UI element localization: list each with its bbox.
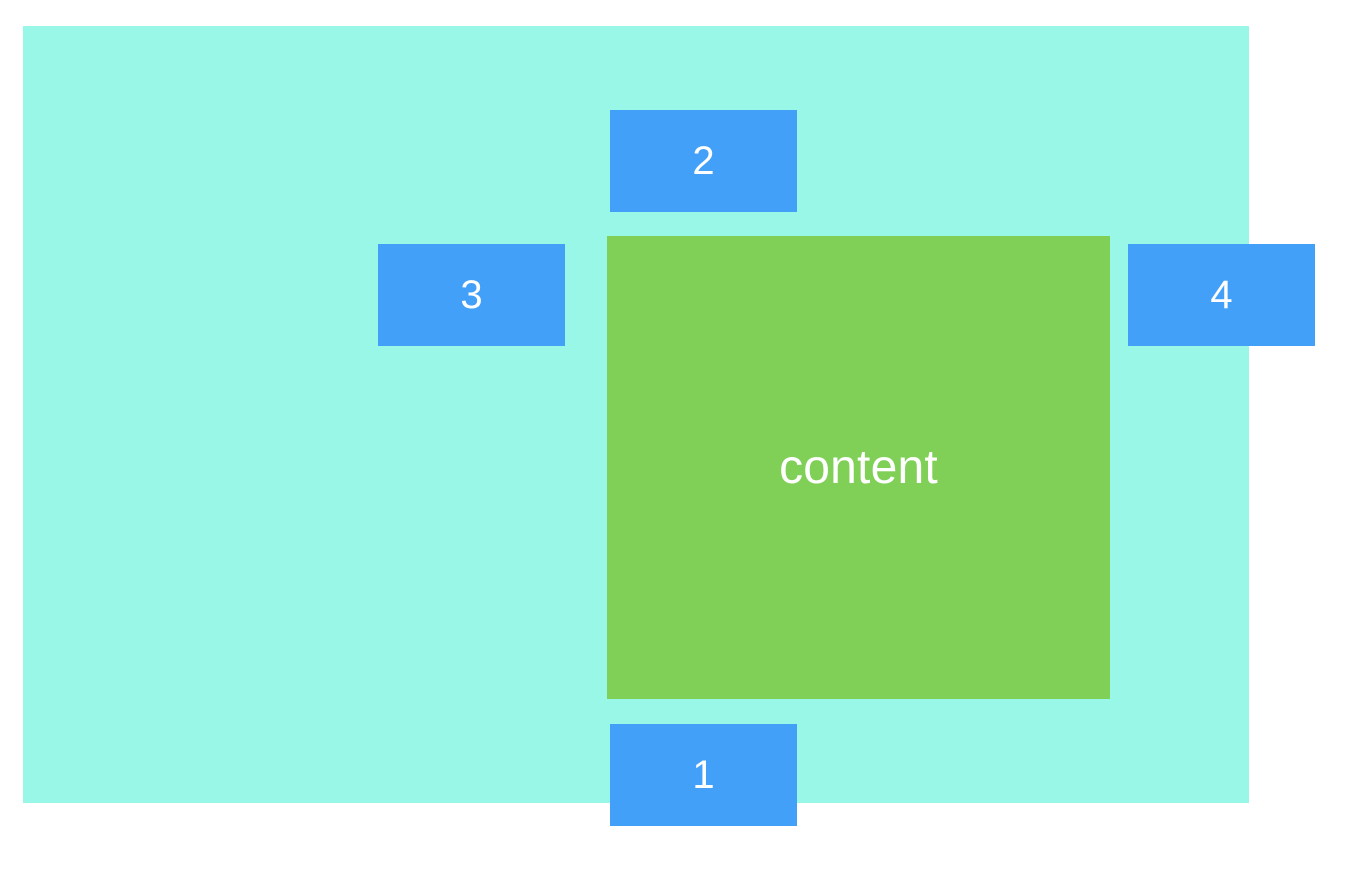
- satellite-box-left[interactable]: 3: [378, 244, 565, 346]
- satellite-box-left-label: 3: [460, 273, 483, 317]
- satellite-box-right[interactable]: 4: [1128, 244, 1315, 346]
- satellite-box-top-label: 2: [692, 139, 715, 183]
- content-box[interactable]: content: [607, 236, 1110, 699]
- satellite-box-bottom-label: 1: [692, 753, 715, 797]
- satellite-box-right-label: 4: [1210, 273, 1233, 317]
- satellite-box-top[interactable]: 2: [610, 110, 797, 212]
- satellite-box-bottom[interactable]: 1: [610, 724, 797, 826]
- content-box-label: content: [779, 440, 938, 494]
